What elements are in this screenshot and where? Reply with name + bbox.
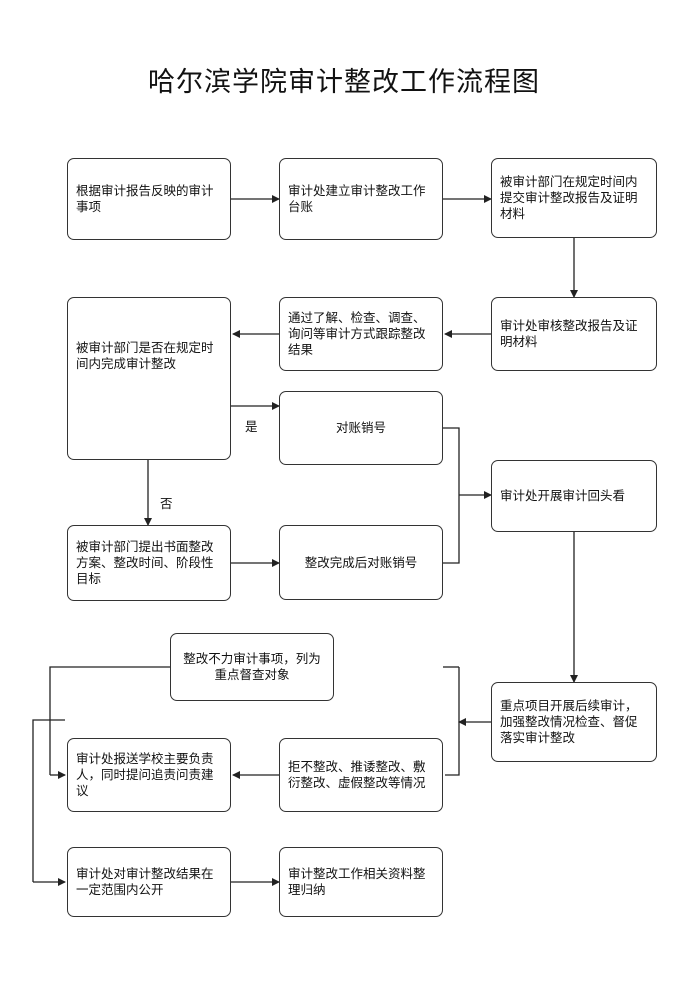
node-archive-materials: 审计整改工作相关资料整理归纳 xyxy=(279,847,443,917)
node-step-3: 被审计部门在规定时间内提交审计整改报告及证明材料 xyxy=(491,158,657,238)
node-publish-results: 审计处对审计整改结果在一定范围内公开 xyxy=(67,847,231,917)
node-step-1: 根据审计报告反映的审计事项 xyxy=(67,158,231,240)
merge-line xyxy=(443,427,460,564)
loop-n13-n15 xyxy=(32,719,65,882)
node-step-4: 审计处审核整改报告及证明材料 xyxy=(491,297,657,371)
node-refuse-rectify: 拒不整改、推诿整改、敷衍整改、虚假整改等情况 xyxy=(279,738,443,812)
node-reconcile: 对账销号 xyxy=(279,391,443,465)
label-no: 否 xyxy=(160,496,173,511)
node-report-leader: 审计处报送学校主要负责人，同时提问追责问责建议 xyxy=(67,738,231,812)
label-yes: 是 xyxy=(245,419,258,434)
node-step-2: 审计处建立审计整改工作台账 xyxy=(279,158,443,240)
node-followup-audit: 重点项目开展后续审计，加强整改情况检查、督促落实审计整改 xyxy=(491,682,657,762)
node-step-5: 通过了解、检查、调查、询问等审计方式跟踪整改结果 xyxy=(279,297,443,371)
branch-n11-n13 xyxy=(49,666,170,775)
page-title: 哈尔滨学院审计整改工作流程图 xyxy=(148,67,540,98)
node-key-supervision: 整改不力审计事项，列为重点督查对象 xyxy=(170,633,334,701)
node-followup-review: 审计处开展审计回头看 xyxy=(491,460,657,532)
node-complete-reconcile: 整改完成后对账销号 xyxy=(279,525,443,600)
branch-line xyxy=(445,667,460,776)
node-rectify-plan: 被审计部门提出书面整改方案、整改时间、阶段性目标 xyxy=(67,525,231,601)
node-decision: 被审计部门是否在规定时间内完成审计整改 xyxy=(67,297,231,460)
